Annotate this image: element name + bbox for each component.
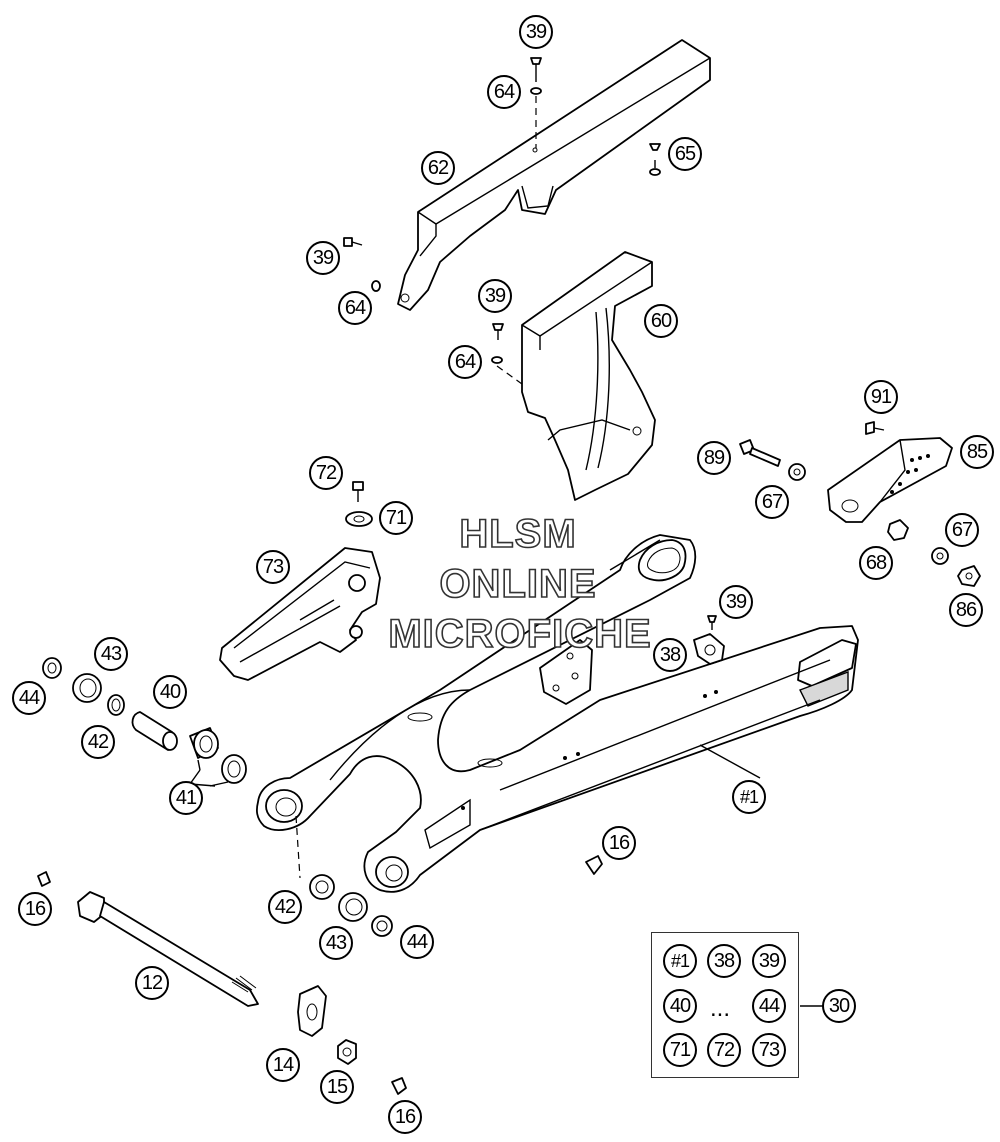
- kit-item-73: 73: [752, 1033, 786, 1067]
- callout-65: 65: [668, 137, 702, 171]
- callout-60: 60: [644, 304, 678, 338]
- bolt-39-left: [343, 237, 381, 292]
- kit-item-40: 40: [663, 989, 697, 1023]
- callout-85: 85: [960, 435, 994, 469]
- watermark-line-2: ONLINE: [439, 561, 597, 607]
- nut-part-68: [887, 519, 909, 541]
- chain-guide-upper-part-62: [397, 39, 711, 311]
- callout-30: 30: [822, 989, 856, 1023]
- callout-15: 15: [320, 1070, 354, 1104]
- chain-slider-part-73: [219, 547, 381, 681]
- chain-adjuster-part-14: [297, 985, 327, 1037]
- callout-64-left: 64: [338, 291, 372, 325]
- callout-39-top: 39: [519, 15, 553, 49]
- bearing-set-left: [42, 657, 247, 787]
- kit-item-39: 39: [752, 944, 786, 978]
- callout-89: 89: [697, 441, 731, 475]
- callout-44-bottom: 44: [400, 925, 434, 959]
- callout-39-mid: 39: [478, 279, 512, 313]
- callout-67-b: 67: [945, 513, 979, 547]
- nut-part-86: [957, 565, 981, 587]
- callout-16-bottom: 16: [388, 1100, 422, 1134]
- callout-43-bottom: 43: [319, 926, 353, 960]
- callout-38: 38: [653, 638, 687, 672]
- callout-1: #1: [732, 780, 766, 814]
- kit-item-72: 72: [707, 1033, 741, 1067]
- chain-guide-block-part-85: [827, 437, 953, 523]
- callout-67-a: 67: [755, 485, 789, 519]
- callout-43-top: 43: [94, 637, 128, 671]
- cap-16-left: [37, 871, 51, 887]
- callout-44-top: 44: [12, 681, 46, 715]
- callout-42-bottom: 42: [268, 890, 302, 924]
- callout-16-left: 16: [18, 892, 52, 926]
- kit-item-71: 71: [663, 1033, 697, 1067]
- bolt-part-89: [739, 439, 781, 467]
- screw-65: [649, 143, 661, 176]
- washer-67-b: [931, 547, 949, 565]
- kit-ellipsis: ...: [710, 995, 731, 1022]
- callout-72: 72: [309, 456, 343, 490]
- nut-part-15: [337, 1039, 357, 1065]
- callout-39-right: 39: [719, 585, 753, 619]
- callout-40: 40: [153, 675, 187, 709]
- bolt-39-top: [530, 57, 542, 148]
- callout-64-top: 64: [487, 75, 521, 109]
- callout-73: 73: [256, 550, 290, 584]
- swingarm-part-1: [256, 534, 859, 893]
- callout-39-left: 39: [306, 241, 340, 275]
- callout-62: 62: [421, 151, 455, 185]
- bolt-part-91: [865, 421, 885, 435]
- watermark-line-1: HLSM: [459, 511, 577, 557]
- callout-42-top: 42: [81, 725, 115, 759]
- watermark-line-3: MICROFICHE: [388, 611, 652, 657]
- kit-item-44: 44: [752, 989, 786, 1023]
- bolt-39-mid: [491, 323, 523, 385]
- clamp-part-38: [693, 615, 725, 665]
- pivot-shaft-part-12: [77, 891, 259, 1007]
- washer-67-a: [788, 463, 806, 481]
- bearing-set-bottom: [295, 815, 393, 937]
- callout-68: 68: [859, 546, 893, 580]
- washer-71: [345, 481, 373, 527]
- chain-guard-part-60: [521, 251, 656, 501]
- callout-91: 91: [864, 380, 898, 414]
- callout-12: 12: [135, 966, 169, 1000]
- callout-64-mid: 64: [448, 345, 482, 379]
- callout-14: 14: [266, 1048, 300, 1082]
- callout-86: 86: [949, 593, 983, 627]
- cap-16-bottom: [391, 1077, 407, 1095]
- callout-41: 41: [169, 781, 203, 815]
- callout-71: 71: [379, 501, 413, 535]
- callout-16-mid: 16: [602, 826, 636, 860]
- kit-item-1: #1: [663, 944, 697, 978]
- kit-item-38: 38: [707, 944, 741, 978]
- cap-16-mid: [585, 855, 603, 875]
